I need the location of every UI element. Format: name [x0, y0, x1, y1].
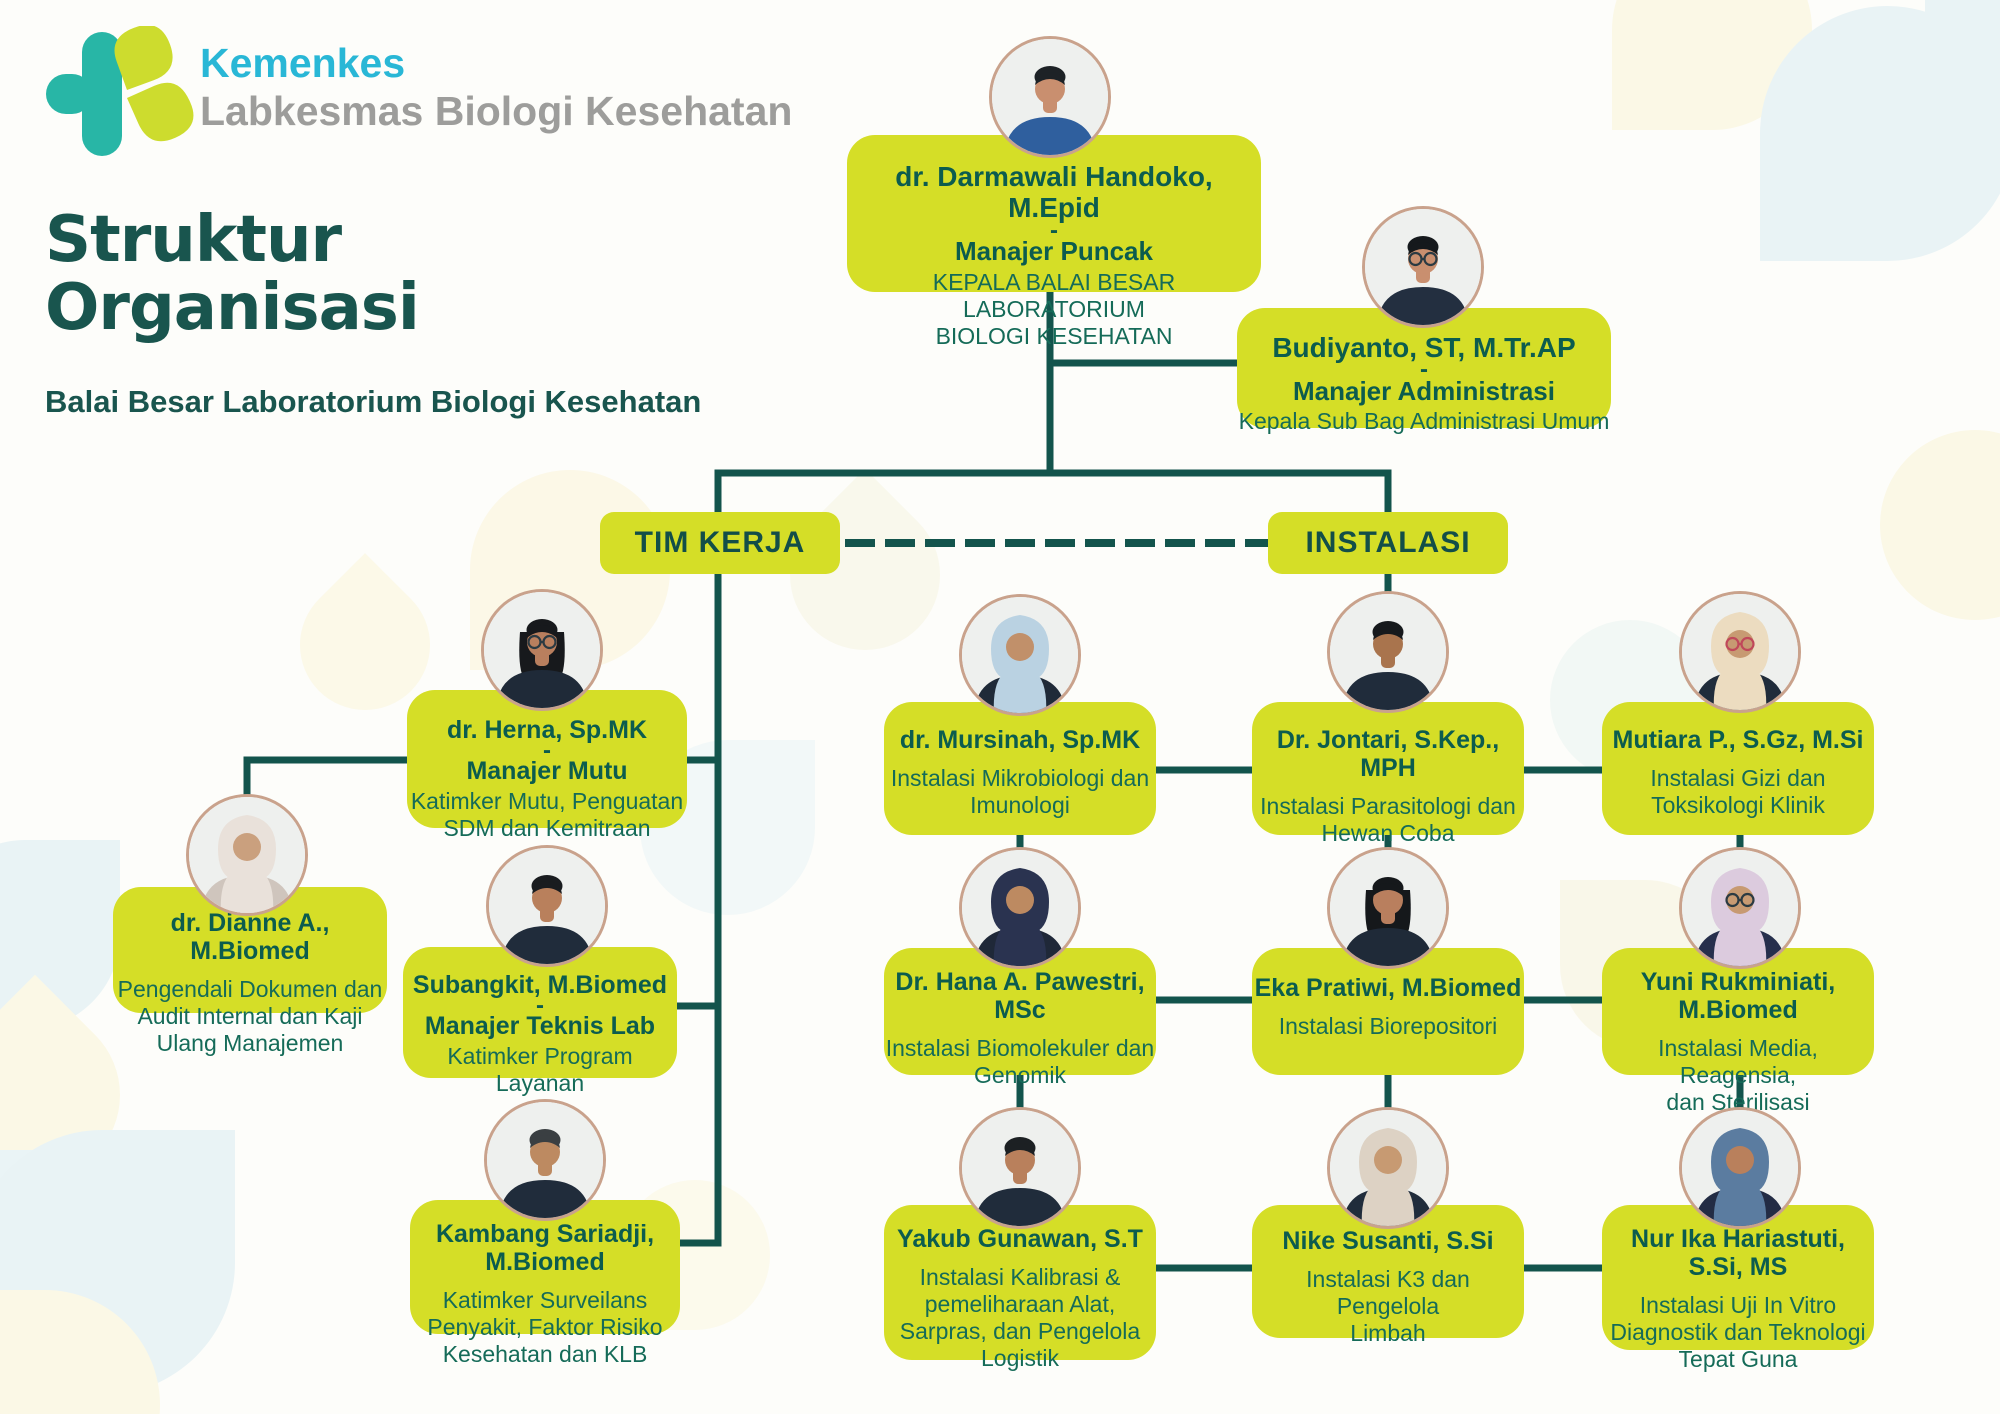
person-role: Manajer Puncak: [955, 235, 1153, 266]
person-box: Mutiara P., S.Gz, M.Si Instalasi Gizi da…: [1602, 702, 1874, 835]
person-name: dr. Mursinah, Sp.MK: [899, 726, 1141, 754]
person-description: Instalasi Biorepositori: [1278, 1013, 1498, 1039]
person-description: Katimker Program Layanan: [447, 1042, 633, 1097]
person-separator: -: [536, 992, 544, 1019]
brand-line2: Labkesmas Biologi Kesehatan: [200, 87, 793, 134]
person-photo: [959, 1107, 1081, 1229]
person-photo: [1327, 847, 1449, 969]
person-separator: -: [1420, 356, 1428, 384]
page-title-line2: Organisasi: [45, 271, 420, 346]
person-description: Instalasi K3 dan Pengelola Limbah: [1306, 1266, 1470, 1347]
brand-line1: Kemenkes: [200, 40, 406, 86]
person-photo: [1362, 206, 1484, 328]
person-role: Manajer Administrasi: [1292, 375, 1555, 406]
connector-timkerja-spine: [678, 573, 722, 1247]
person-name: Yakub Gunawan, S.T: [897, 1225, 1143, 1253]
person-name: dr. Dianne A., M.Biomed: [170, 909, 330, 965]
person-photo: [481, 589, 603, 711]
person-name: dr. Herna, Sp.MK: [446, 716, 648, 744]
connector-herna-dianne: [243, 756, 410, 800]
person-separator: -: [1050, 216, 1058, 244]
connector-split-bar: [714, 469, 1392, 512]
person-name: Budiyanto, ST, M.Tr.AP: [1272, 332, 1576, 363]
person-box: Subangkit, M.Biomed - Manajer Teknis Lab…: [403, 947, 677, 1096]
person-photo: [1679, 591, 1801, 713]
person-box: dr. Mursinah, Sp.MK Instalasi Mikrobiolo…: [884, 702, 1156, 835]
person-box: Budiyanto, ST, M.Tr.AP - Manajer Adminis…: [1237, 308, 1611, 434]
person-name: Yuni Rukminiati, M.Biomed: [1640, 968, 1836, 1024]
person-description: Instalasi Gizi dan Toksikologi Klinik: [1650, 765, 1826, 819]
person-name: dr. Darmawali Handoko, M.Epid: [895, 161, 1213, 224]
person-box: dr. Herna, Sp.MK - Manajer Mutu Katimker…: [407, 690, 687, 841]
person-box: Dr. Hana A. Pawestri, MSc Instalasi Biom…: [884, 948, 1156, 1088]
person-description: Instalasi Biomolekuler dan Genomik: [885, 1035, 1155, 1089]
person-description: Instalasi Parasitologi dan Hewan Coba: [1260, 793, 1516, 847]
person-description: Pengendali Dokumen dan Audit Internal da…: [117, 976, 383, 1057]
person-name: Dr. Jontari, S.Kep., MPH: [1276, 726, 1500, 782]
kemenkes-logo: [46, 26, 194, 156]
brand-text: Kemenkes Labkesmas Biologi Kesehatan: [200, 40, 792, 135]
person-photo: [1679, 1107, 1801, 1229]
person-description: Instalasi Media, Reagensia, dan Sterilis…: [1658, 1035, 1818, 1116]
person-separator: -: [543, 737, 551, 764]
person-name: Eka Pratiwi, M.Biomed: [1254, 974, 1522, 1002]
person-photo: [959, 847, 1081, 969]
person-name: Dr. Hana A. Pawestri, MSc: [895, 968, 1145, 1024]
person-description: Instalasi Mikrobiologi dan Imunologi: [890, 765, 1150, 819]
person-description: Katimker Mutu, Penguatan SDM dan Kemitra…: [410, 787, 684, 842]
person-description: KEPALA BALAI BESAR LABORATORIUM BIOLOGI …: [932, 268, 1176, 350]
person-photo: [959, 594, 1081, 716]
person-name: Nike Susanti, S.Si: [1282, 1227, 1494, 1255]
person-photo: [1327, 1107, 1449, 1229]
person-photo: [1327, 591, 1449, 713]
person-box: Nur Ika Hariastuti, S.Si, MS Instalasi U…: [1602, 1205, 1874, 1372]
person-box: Dr. Jontari, S.Kep., MPH Instalasi Paras…: [1252, 702, 1524, 846]
background-square: [1925, 0, 2000, 165]
person-description: Katimker Surveilans Penyakit, Faktor Ris…: [427, 1287, 663, 1368]
person-box: Yakub Gunawan, S.T Instalasi Kalibrasi &…: [884, 1205, 1156, 1371]
person-description: Instalasi Uji In Vitro Diagnostik dan Te…: [1610, 1292, 1866, 1373]
group-instalasi: INSTALASI: [1268, 512, 1508, 574]
person-photo: [486, 845, 608, 967]
page-title-line1: Struktur: [45, 203, 342, 277]
person-role: Manajer Teknis Lab: [424, 1012, 656, 1041]
person-description: Instalasi Kalibrasi & pemeliharaan Alat,…: [899, 1264, 1141, 1372]
person-box: Kambang Sariadji, M.Biomed Katimker Surv…: [410, 1200, 680, 1367]
page-title: Struktur Organisasi: [45, 203, 420, 346]
person-name: Mutiara P., S.Gz, M.Si: [1612, 726, 1864, 754]
person-box: Yuni Rukminiati, M.Biomed Instalasi Medi…: [1602, 948, 1874, 1115]
person-name: Subangkit, M.Biomed: [412, 971, 668, 999]
person-box: dr. Darmawali Handoko, M.Epid - Manajer …: [847, 135, 1261, 349]
person-name: Kambang Sariadji, M.Biomed: [435, 1220, 655, 1276]
person-description: Kepala Sub Bag Administrasi Umum: [1238, 408, 1610, 435]
person-photo: [1679, 847, 1801, 969]
person-photo: [484, 1099, 606, 1221]
person-box: Eka Pratiwi, M.Biomed Instalasi Biorepos…: [1252, 948, 1524, 1075]
person-name: Nur Ika Hariastuti, S.Si, MS: [1631, 1225, 1845, 1281]
person-photo: [989, 36, 1111, 158]
group-tim-kerja: TIM KERJA: [600, 512, 840, 574]
page-subtitle: Balai Besar Laboratorium Biologi Kesehat…: [45, 384, 702, 419]
person-photo: [186, 794, 308, 916]
person-role: Manajer Mutu: [466, 757, 628, 786]
